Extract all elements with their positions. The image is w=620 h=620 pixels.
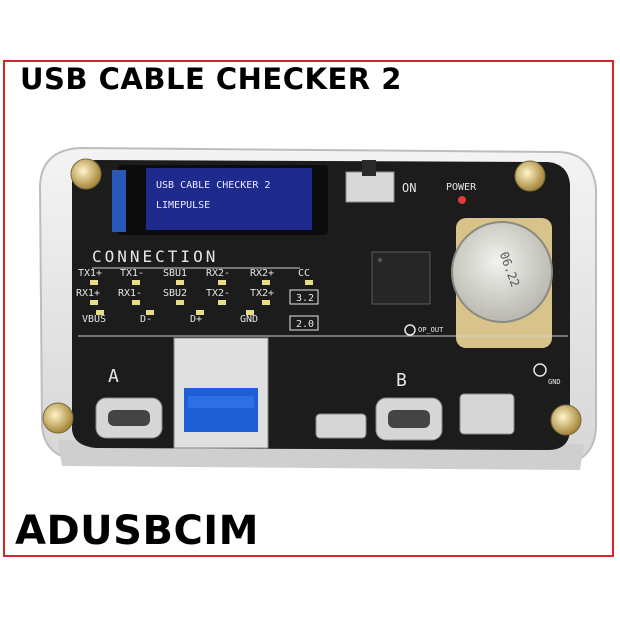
badge-32: 3.2 (296, 293, 314, 304)
power-label: POWER (446, 182, 477, 193)
badge-20: 2.0 (296, 319, 314, 330)
oled-line-1: USB CABLE CHECKER 2 (156, 180, 270, 191)
red-frame (3, 60, 614, 557)
led-lights (90, 280, 313, 315)
led-label-tx1m: TX1- (120, 268, 144, 279)
led-label-vbus: VBUS (82, 314, 106, 325)
model-code: ADUSBCIM (15, 508, 259, 554)
usb-a-port[interactable] (173, 337, 269, 449)
led-label-rx1p: RX1+ (76, 288, 100, 299)
led-label-rx2p: RX2+ (250, 268, 274, 279)
led-label-tx2p: TX2+ (250, 288, 274, 299)
led-label-gnd: GND (240, 314, 258, 325)
oled-display: USB CABLE CHECKER 2 LIMEPULSE (112, 165, 328, 235)
led-row-3: VBUS D- D+ GND (82, 314, 258, 325)
micro-usb-port[interactable] (315, 413, 367, 439)
power-switch[interactable] (345, 160, 395, 203)
mini-usb-port[interactable] (459, 393, 515, 435)
led-row-1: TX1+ TX1- SBU1 RX2- RX2+ CC (78, 268, 310, 279)
connection-heading: CONNECTION (92, 247, 218, 266)
led-label-rx2m: RX2- (206, 268, 230, 279)
power-led (458, 196, 466, 204)
version-badges: 3.2 2.0 (289, 289, 319, 331)
oled-line-2: LIMEPULSE (156, 200, 210, 211)
led-label-cc: CC (298, 268, 310, 279)
section-a-label: A (108, 366, 119, 387)
led-label-dm: D- (140, 314, 152, 325)
screw-icon (70, 158, 102, 190)
screw-icon (42, 402, 74, 434)
led-label-rx1m: RX1- (118, 288, 142, 299)
led-label-sbu2: SBU2 (163, 288, 187, 299)
led-label-tx1p: TX1+ (78, 268, 102, 279)
screw-icons (42, 158, 582, 436)
op-out-label: OP_OUT (418, 326, 444, 334)
screw-icon (550, 404, 582, 436)
section-b-label: B (396, 370, 407, 391)
led-label-tx2m: TX2- (206, 288, 230, 299)
product-title: USB CABLE CHECKER 2 (20, 62, 402, 96)
led-label-sbu1: SBU1 (163, 268, 187, 279)
on-label: ON (402, 181, 416, 195)
led-row-2: RX1+ RX1- SBU2 TX2- TX2+ (76, 288, 274, 299)
coin-battery: 06.22 (451, 218, 553, 348)
gnd-label: GND (548, 378, 561, 386)
screw-icon (514, 160, 546, 192)
led-label-dp: D+ (190, 314, 202, 325)
